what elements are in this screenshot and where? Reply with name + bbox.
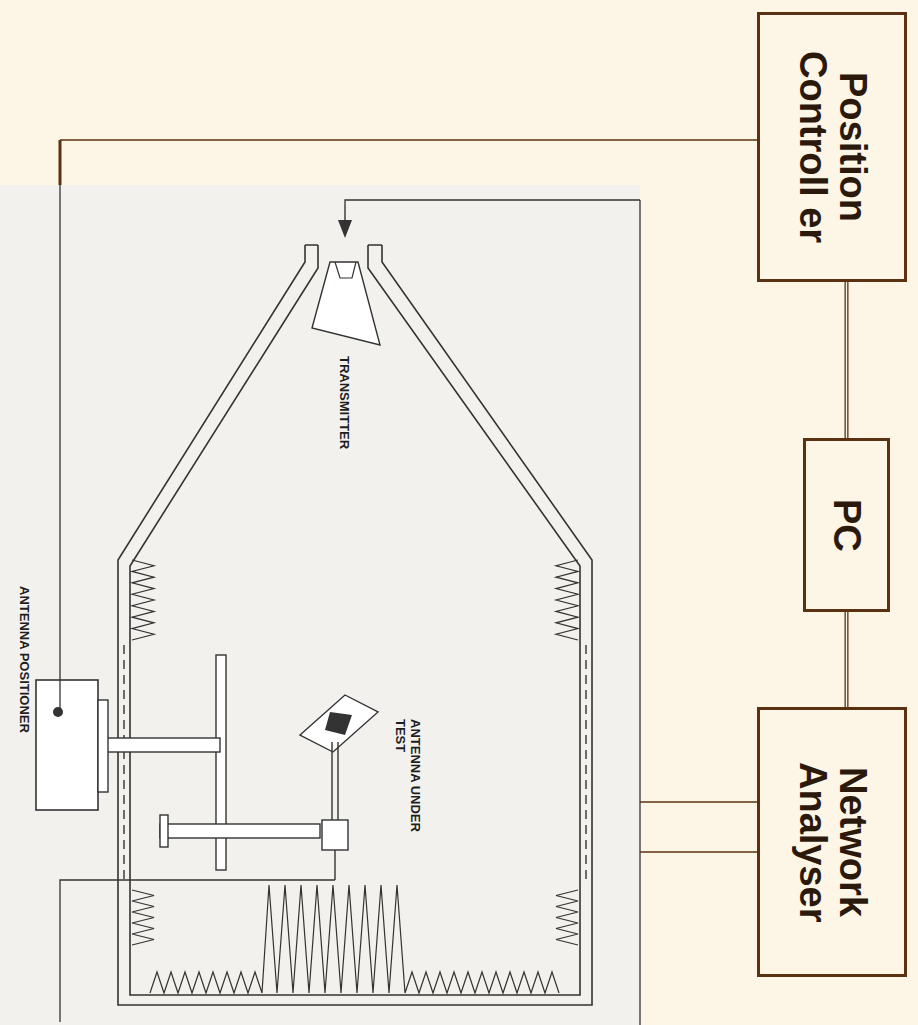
transmitter-label: TRANSMITTER xyxy=(336,355,352,450)
box-label: PC xyxy=(827,499,867,552)
double-link xyxy=(845,282,849,438)
cables xyxy=(60,140,640,1025)
analyser-box: Network Analyser xyxy=(757,707,907,977)
aut-label: ANTENNA UNDER TEST xyxy=(392,718,423,855)
absorber-wedges xyxy=(132,560,578,993)
scan-ground xyxy=(0,185,640,1025)
antenna-positioner xyxy=(36,680,108,810)
double-link xyxy=(845,612,849,707)
positioner-arm xyxy=(105,655,320,870)
computer-box: PC xyxy=(803,438,890,612)
chamber-walls xyxy=(118,245,592,1005)
double-link-core xyxy=(846,612,847,707)
box-label: Position Controll er xyxy=(792,22,872,272)
positioner-label: ANTENNA POSITIONER xyxy=(16,585,32,734)
antenna-under-test xyxy=(300,695,378,880)
box-label: Network Analyser xyxy=(792,717,872,967)
controller-box: Position Controll er xyxy=(757,12,907,282)
transmitter-horn xyxy=(312,205,380,345)
wires xyxy=(60,140,757,852)
absorber-dashed-wall xyxy=(124,645,586,885)
double-link-core xyxy=(846,282,847,438)
